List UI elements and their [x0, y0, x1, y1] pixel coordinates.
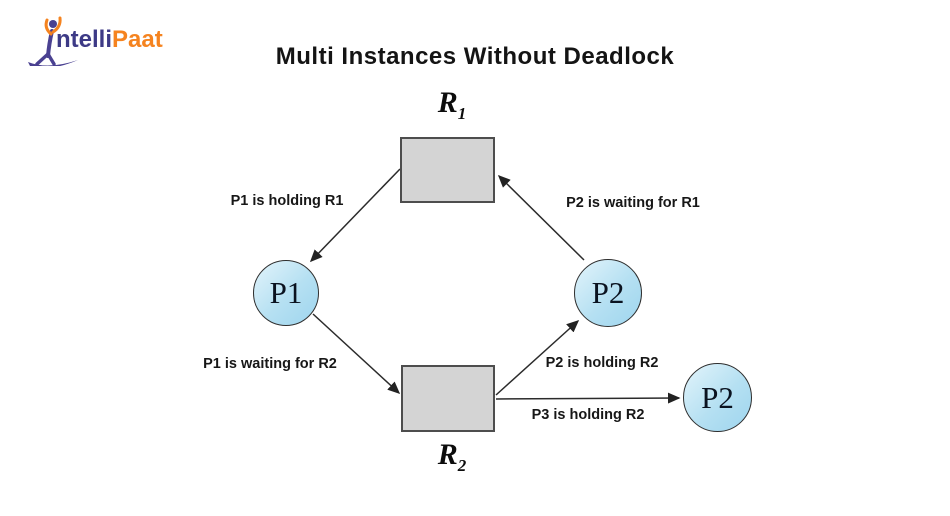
resource-r2-letter: R: [437, 438, 458, 471]
edge-r2-to-p2: [495, 319, 580, 396]
logo-text-paat: Paat: [112, 26, 163, 53]
resource-r1-subscript: 1: [457, 104, 467, 123]
resource-box-r1: [400, 137, 495, 203]
process-circle-p2: P2: [574, 259, 642, 327]
process-p2-label: P2: [591, 275, 625, 310]
process-p1-label: P1: [269, 275, 303, 310]
logo-text-ntelli: ntelli: [56, 26, 113, 53]
process-p2b-label: P2: [701, 379, 734, 415]
resource-label-r1: R1: [437, 86, 467, 123]
edge-r1-to-p1: [309, 168, 401, 263]
process-circle-p2b: P2: [683, 363, 752, 432]
edge-r2-to-p2b: [495, 392, 681, 404]
edge-label-p3-holding-r2: P3 is holding R2: [531, 407, 645, 423]
resource-label-r2: R2: [437, 438, 467, 475]
edge-label-p1-waiting-r2: P1 is waiting for R2: [203, 356, 337, 372]
resource-r1-letter: R: [437, 86, 458, 119]
resource-box-r2: [401, 365, 495, 432]
edge-p1-to-r2: [312, 313, 401, 395]
intellipaat-logo: ntelliPaat: [16, 8, 166, 66]
page-title: Multi Instances Without Deadlock: [275, 43, 675, 70]
logo-wordmark: ntelliPaat: [56, 26, 163, 54]
process-circle-p1: P1: [253, 260, 319, 326]
resource-r2-subscript: 2: [457, 456, 467, 475]
dancer-logo-icon: [28, 16, 78, 66]
edge-label-p2-holding-r2: P2 is holding R2: [545, 355, 659, 371]
edge-p2-to-r1: [497, 174, 585, 261]
edge-label-p2-waiting-r1: P2 is waiting for R1: [566, 195, 700, 211]
edge-label-p1-holding-r1: P1 is holding R1: [230, 193, 344, 209]
